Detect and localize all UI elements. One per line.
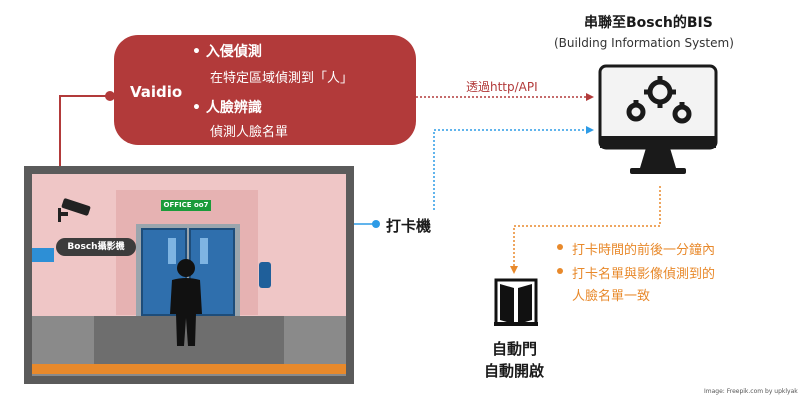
door-arrowhead: [510, 266, 518, 274]
card-reader-label: 打卡機: [386, 217, 432, 235]
door-window-left: [168, 238, 176, 264]
door-connector: [513, 186, 661, 268]
card-arrowhead: [586, 126, 594, 134]
reader-connector-dot: [372, 220, 380, 228]
camera-label: Bosch攝影機: [56, 238, 136, 256]
image-credit: Image: Freepik.com by upklyak: [704, 388, 798, 395]
room-illustration: OFFICE oo7 Bosch攝影機: [24, 166, 354, 384]
api-label: 透過http/API: [466, 80, 538, 94]
condition-bullet-2: [557, 268, 563, 274]
door-sign: OFFICE oo7: [161, 200, 211, 211]
vaidio-brand: Vaidio: [130, 83, 183, 101]
card-connector: [433, 129, 586, 210]
monitor-gears-icon: [598, 64, 718, 174]
floor-edge: [32, 364, 346, 374]
door-icon: [494, 278, 538, 326]
camera-connector-dot: [105, 91, 115, 101]
door-window-right: [200, 238, 208, 264]
face-title: • 人臉辨識: [192, 100, 262, 116]
intrusion-desc: 在特定區域偵測到「人」: [210, 71, 354, 86]
condition-2: 打卡名單與影像偵測到的: [572, 267, 716, 282]
exit-sign: [32, 248, 54, 262]
auto-door-line1: 自動門: [492, 340, 538, 358]
condition-1: 打卡時間的前後一分鐘內: [572, 243, 716, 258]
api-arrowhead: [586, 93, 594, 101]
card-reader-device: [259, 262, 271, 288]
condition-3: 人臉名單一致: [572, 289, 651, 304]
bis-subtitle: (Building Information System): [554, 36, 734, 50]
person-icon: [170, 259, 202, 346]
condition-bullet-1: [557, 244, 563, 250]
bis-title: 串聯至Bosch的BIS: [584, 15, 713, 31]
face-desc: 偵測人臉名單: [210, 125, 289, 140]
auto-door-line2: 自動開啟: [484, 362, 545, 380]
cctv-camera-icon: [58, 198, 91, 222]
camera-connector: [59, 95, 114, 196]
intrusion-title: • 入侵偵測: [192, 44, 262, 60]
vaidio-bubble: Vaidio • 入侵偵測 在特定區域偵測到「人」 • 人臉辨識 偵測人臉名單: [114, 35, 416, 145]
